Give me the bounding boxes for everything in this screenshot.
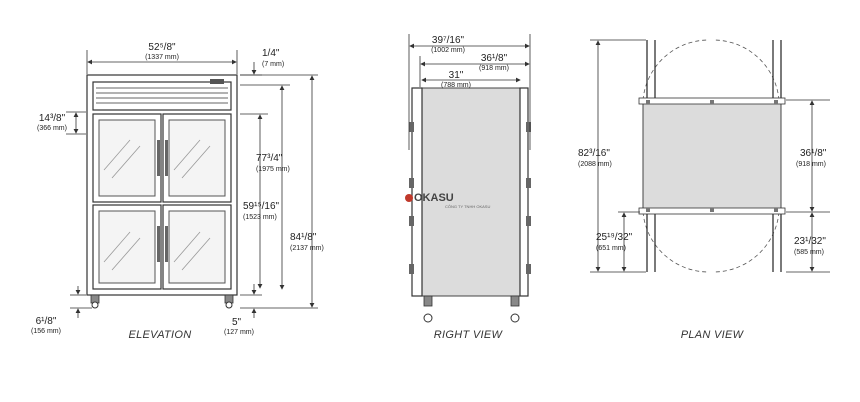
elev-bottom-mm: (127 mm)	[224, 329, 254, 336]
svg-text:OKASU: OKASU	[414, 192, 454, 204]
elevation-caption: ELEVATION	[128, 329, 191, 341]
plan-total-label: 82³/16"	[578, 148, 610, 159]
right-overall-label: 39⁷/16"	[432, 35, 465, 46]
right-body-mm: (918 mm)	[479, 65, 509, 72]
plan-body	[642, 99, 782, 213]
elev-door-label: 77³/4"	[256, 153, 283, 164]
elev-width-mm: (1337 mm)	[145, 54, 179, 61]
swing-arc-top-left	[642, 39, 710, 101]
elevation-view: 52⁵/8" (1337 mm) 1/4" (7 mm) 14³/8" (366…	[31, 42, 324, 341]
right-inner-label: 31"	[449, 70, 464, 81]
elev-band-mm: (366 mm)	[37, 125, 67, 132]
handle-top-left	[157, 140, 160, 176]
elev-bottom-label: 5"	[232, 317, 242, 328]
elev-total-mm: (2137 mm)	[290, 245, 324, 252]
elev-topgap-mm: (7 mm)	[262, 61, 284, 68]
right-overall-mm: (1002 mm)	[431, 47, 465, 54]
plan-view-caption: PLAN VIEW	[681, 329, 745, 341]
plan-depth-mm: (918 mm)	[796, 161, 826, 168]
plan-front-mm: (651 mm)	[596, 245, 626, 252]
elev-width-label: 52⁵/8"	[148, 42, 176, 53]
logo-badge	[210, 79, 224, 84]
elev-leg-label: 6¹/8"	[36, 316, 57, 327]
elev-inner-mm: (1523 mm)	[243, 214, 277, 221]
handle-bottom-right	[165, 226, 168, 262]
plan-front-label: 25¹⁹/32"	[596, 232, 633, 243]
elev-inner-label: 59¹⁵/16"	[243, 201, 280, 212]
plan-back-label: 23¹/32"	[794, 236, 826, 247]
plan-view: 82³/16" (2088 mm) 25¹⁹/32" (651 mm) 36¹/…	[578, 39, 830, 341]
elev-door-mm: (1975 mm)	[256, 166, 290, 173]
right-body-label: 36¹/8"	[481, 53, 508, 64]
plan-total-mm: (2088 mm)	[578, 161, 612, 168]
door-edge	[411, 87, 423, 297]
handle-bottom-left	[157, 226, 160, 262]
svg-text:CÔNG TY TNHH OKASU: CÔNG TY TNHH OKASU	[445, 204, 490, 209]
elev-topgap-label: 1/4"	[262, 48, 280, 59]
plan-depth-label: 36¹/8"	[800, 148, 827, 159]
elev-total-label: 84¹/8"	[290, 232, 317, 243]
right-view: OKASU CÔNG TY TNHH OKASU 39⁷/16" (1002 m…	[405, 34, 531, 341]
louver-panel	[92, 81, 232, 111]
elev-leg-mm: (156 mm)	[31, 328, 61, 335]
handle-top-right	[165, 140, 168, 176]
elev-band-label: 14³/8"	[39, 113, 66, 124]
right-view-caption: RIGHT VIEW	[434, 329, 504, 341]
plan-back-mm: (585 mm)	[794, 249, 824, 256]
okasu-watermark: OKASU CÔNG TY TNHH OKASU	[405, 192, 490, 209]
right-inner-mm: (788 mm)	[441, 82, 471, 89]
side-panel	[419, 87, 523, 297]
